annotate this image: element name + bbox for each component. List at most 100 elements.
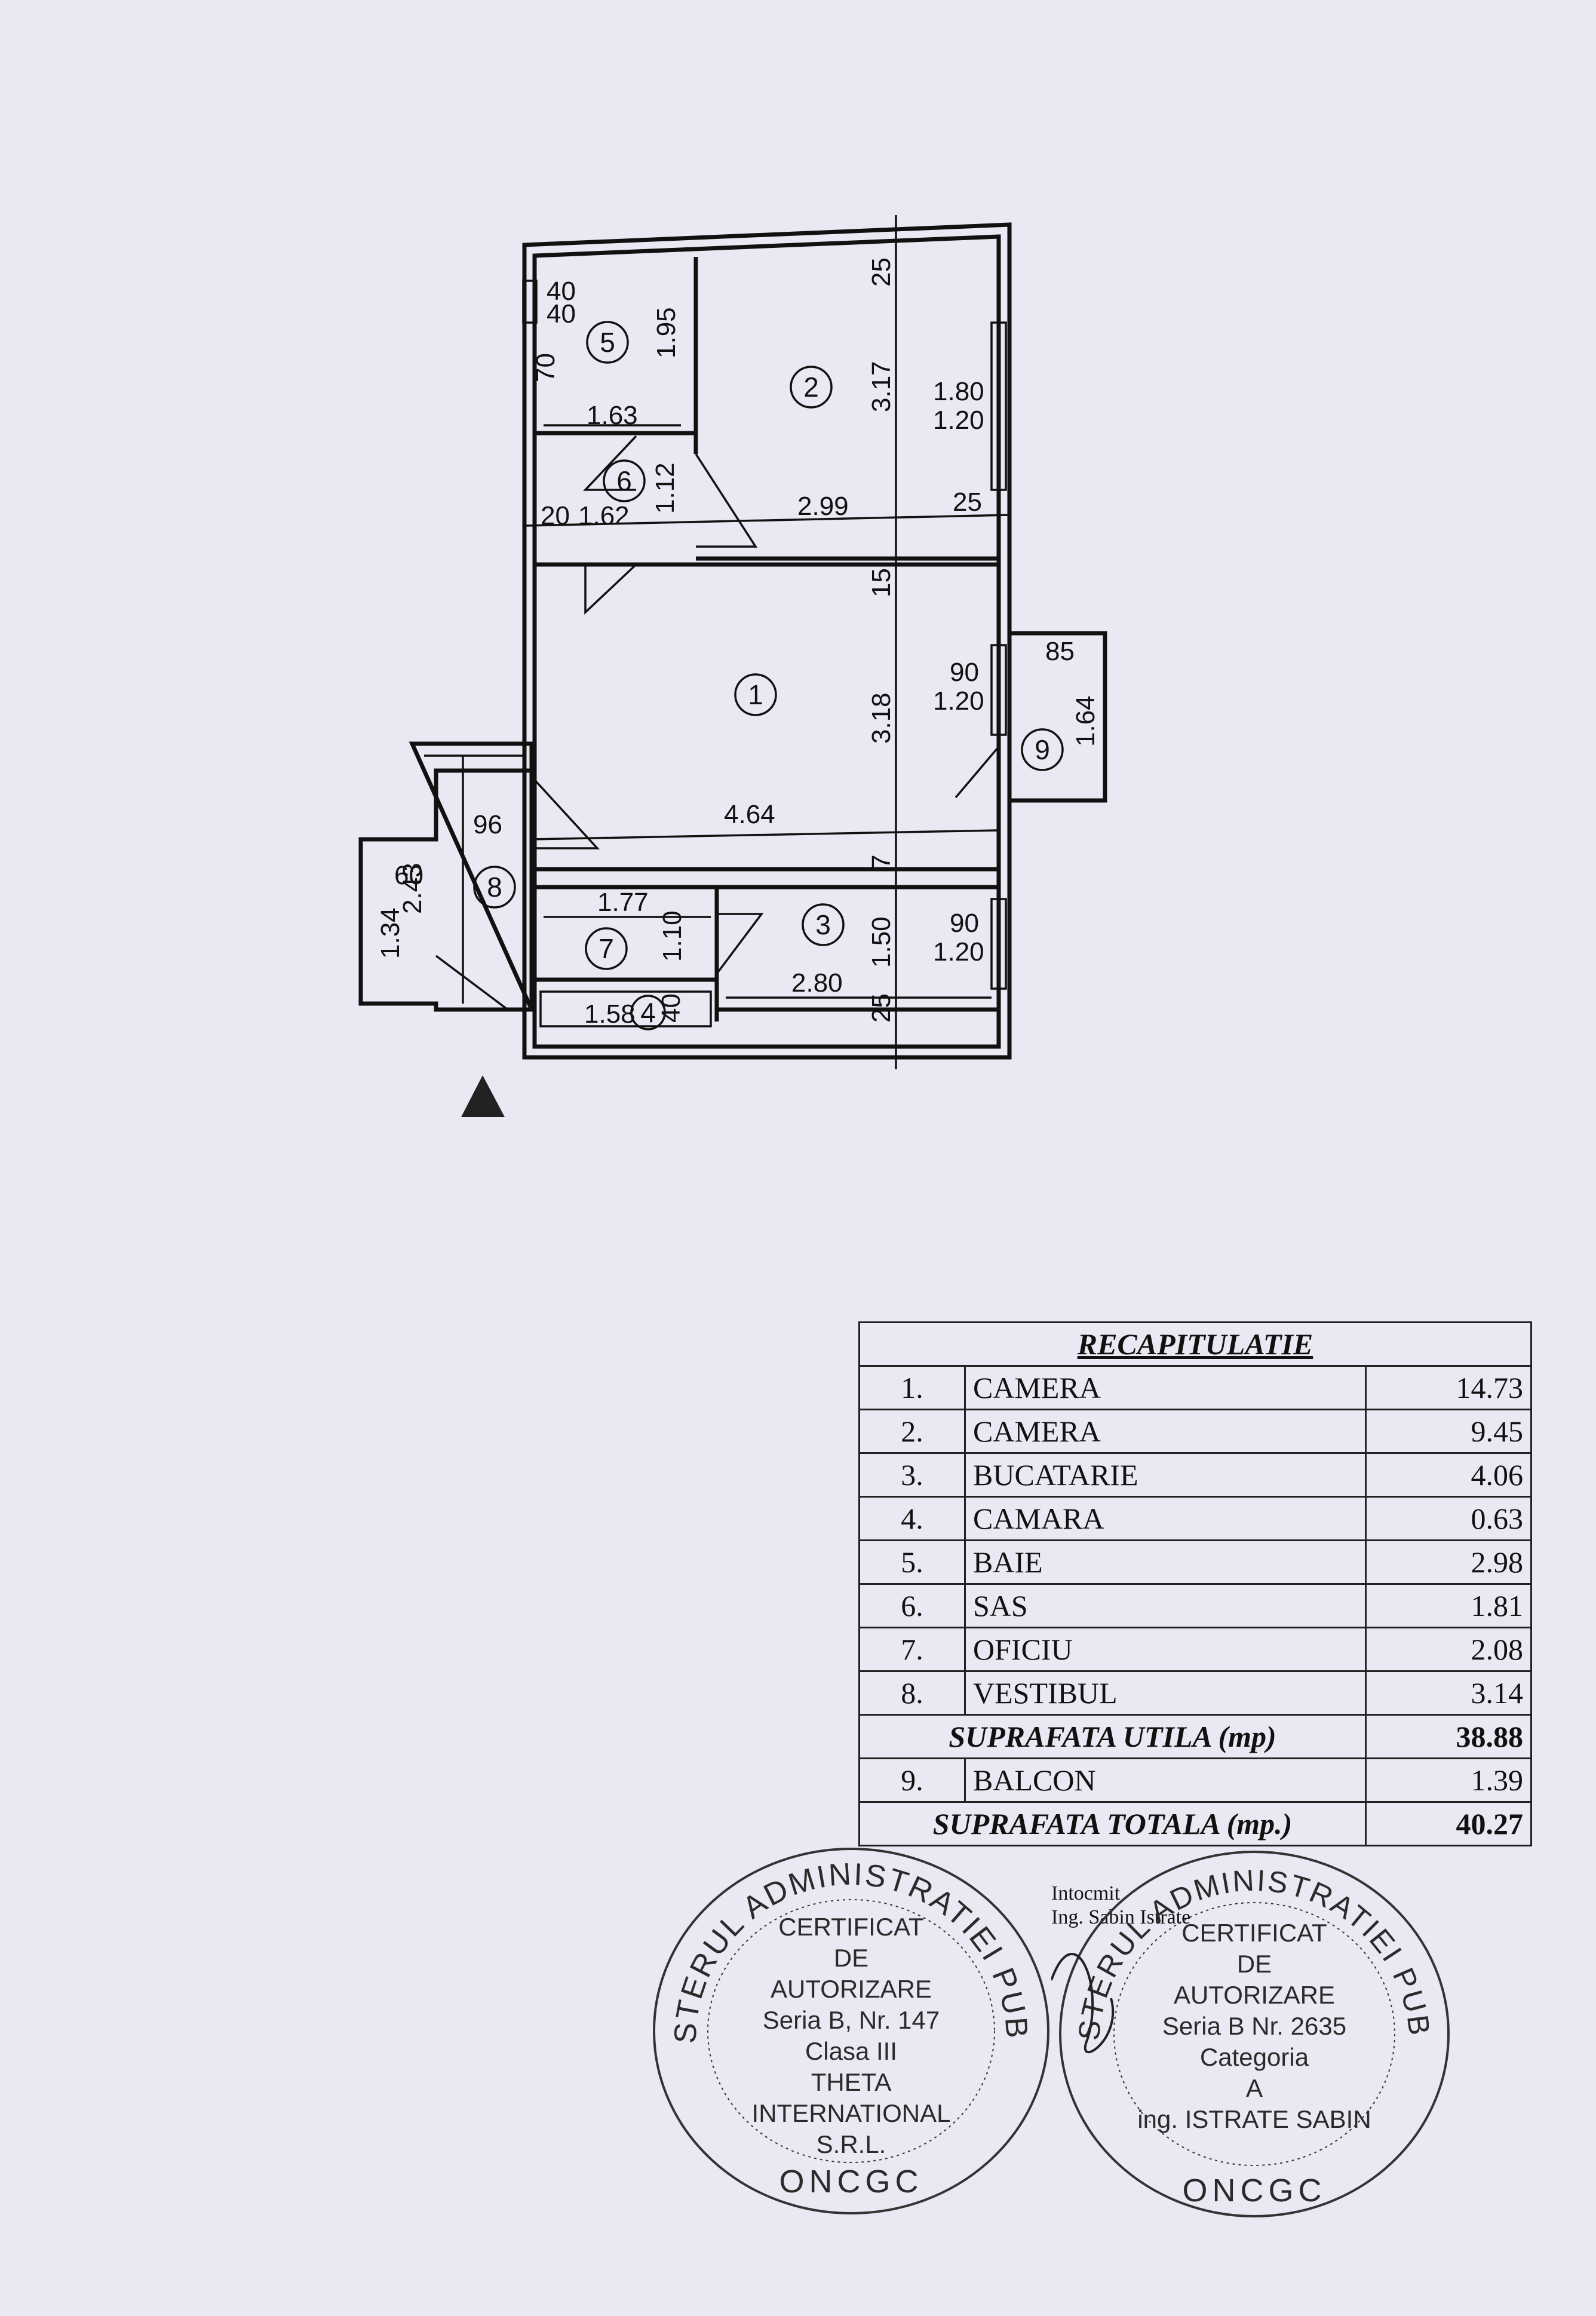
dim-90a: 90	[950, 658, 979, 687]
recap-index: 3.	[858, 1452, 966, 1498]
recap-room-name: CAMERA	[964, 1365, 1367, 1410]
dim-7: 7	[867, 855, 896, 869]
stamp-right-bottom: ONCGC	[1183, 2173, 1327, 2208]
room-label-7: 7	[585, 927, 628, 970]
svg-text:2: 2	[803, 372, 819, 403]
dim-299: 2.99	[797, 492, 849, 521]
recap-index: 9.	[858, 1757, 966, 1803]
dim-280: 2.80	[791, 968, 843, 998]
signature-mark	[1051, 1953, 1115, 2054]
recap-area: 3.14	[1365, 1670, 1532, 1716]
dim-177: 1.77	[597, 888, 649, 917]
dim-180: 1.80	[933, 377, 984, 406]
recap-index: 4.	[858, 1496, 966, 1541]
svg-text:7: 7	[598, 933, 614, 964]
stamp-line: Categoria	[1199, 2043, 1309, 2071]
recap-title: RECAPITULATIE	[858, 1321, 1532, 1367]
room-label-2: 2	[790, 366, 833, 409]
stamp-line: A	[1245, 2074, 1263, 2102]
dim-60: 60	[394, 861, 423, 890]
recap-index: 5.	[858, 1539, 966, 1585]
recap-room-name: SAS	[964, 1583, 1367, 1628]
recap-area: 2.98	[1365, 1539, 1532, 1585]
dim-90b: 90	[950, 909, 979, 938]
room-label-6: 6	[603, 459, 646, 502]
recap-total-value: 40.27	[1365, 1801, 1532, 1846]
recap-area: 4.06	[1365, 1452, 1532, 1498]
recap-room-name: VESTIBUL	[964, 1670, 1367, 1716]
stamp-left: MINISTERUL ADMINISTRATIEI PUBLICE ONCGC …	[648, 1843, 1054, 2219]
svg-text:4: 4	[640, 997, 656, 1028]
dim-120c: 1.20	[933, 937, 984, 967]
dim-40b: 40	[547, 299, 576, 329]
dim-163: 1.63	[587, 401, 638, 430]
window-3	[990, 898, 1007, 990]
dim-120b: 1.20	[933, 686, 984, 716]
svg-text:5: 5	[600, 327, 615, 358]
dim-162: 1.62	[578, 501, 630, 530]
room-label-3: 3	[802, 903, 845, 946]
room-label-5: 5	[586, 321, 629, 364]
recap-useful-value: 38.88	[1365, 1714, 1532, 1759]
recap-useful-row: SUPRAFATA UTILA (mp)38.88	[858, 1714, 1532, 1759]
recap-total-row: SUPRAFATA TOTALA (mp.)40.27	[858, 1801, 1532, 1846]
dim-110: 1.10	[658, 910, 687, 962]
door-5	[582, 435, 637, 491]
door-3	[716, 913, 764, 975]
stamp-line: AUTORIZARE	[1174, 1981, 1335, 2009]
recap-area: 1.81	[1365, 1583, 1532, 1628]
dim-164: 1.64	[1071, 695, 1100, 747]
dim-112: 1.12	[650, 462, 680, 514]
recap-index: 2.	[858, 1409, 966, 1454]
svg-text:1: 1	[748, 679, 763, 710]
dim-20: 20	[541, 501, 570, 530]
recap-room-name: BAIE	[964, 1539, 1367, 1585]
recap-useful-label: SUPRAFATA UTILA (mp)	[858, 1714, 1367, 1759]
dim-15: 15	[867, 568, 896, 597]
stamp-line: S.R.L.	[816, 2130, 886, 2158]
stamp-line: CERTIFICAT	[1181, 1919, 1327, 1947]
dim-40c: 40	[656, 993, 686, 1023]
dim-150: 1.50	[867, 916, 896, 968]
dim-134: 1.34	[376, 907, 405, 959]
stamp-left-bottom: ONCGC	[779, 2164, 923, 2200]
stamp-line: DE	[833, 1944, 869, 1972]
dim-96: 96	[473, 810, 502, 839]
dim-317: 3.17	[867, 361, 896, 412]
room-label-1: 1	[734, 673, 777, 716]
door-2	[695, 453, 758, 548]
stamp-line: THETA	[811, 2068, 892, 2096]
dim-40a: 40	[547, 277, 576, 306]
door-8	[435, 955, 511, 1011]
window-2	[990, 321, 1007, 491]
window-1	[990, 644, 1007, 736]
dim-line-464	[531, 829, 998, 840]
window-5	[522, 280, 538, 324]
recap-area: 2.08	[1365, 1627, 1532, 1672]
recap-header: RECAPITULATIE	[858, 1321, 1532, 1367]
vestibul-wing	[358, 741, 535, 1012]
north-arrow-icon	[461, 1075, 505, 1117]
author-block: Intocmit Ing. Sabin Istrate	[1051, 1882, 1190, 1930]
recap-index: 7.	[858, 1627, 966, 1672]
recap-room-name: OFICIU	[964, 1627, 1367, 1672]
dim-243: 2.43	[398, 863, 427, 914]
recap-index: 6.	[858, 1583, 966, 1628]
apartment-outline	[522, 222, 1012, 1060]
recap-index: 1.	[858, 1365, 966, 1410]
stamp-line: DE	[1236, 1950, 1272, 1978]
dim-158: 1.58	[584, 999, 636, 1029]
stamp-line: AUTORIZARE	[771, 1975, 932, 2003]
dim-120a: 1.20	[933, 406, 984, 435]
dim-464: 4.64	[724, 800, 775, 829]
recap-index: 8.	[858, 1670, 966, 1716]
author-line-2: Ing. Sabin Istrate	[1051, 1906, 1191, 1928]
